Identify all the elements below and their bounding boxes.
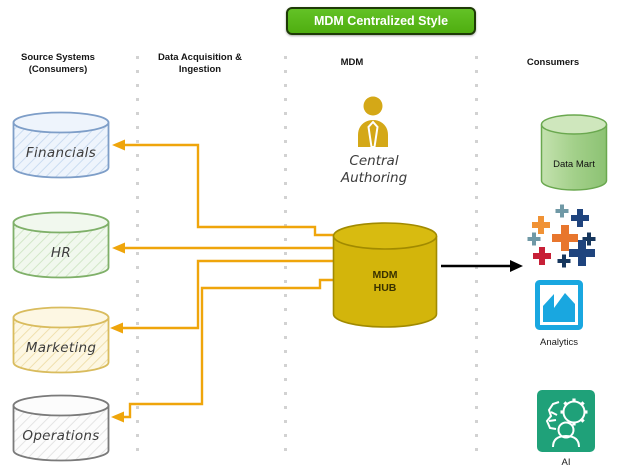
database-icon [12,111,110,179]
database-icon [540,114,608,191]
analytics-icon [535,280,583,330]
header-ingestion-line2: Ingestion [178,64,222,75]
header-source-line2: (Consumers) [28,64,88,75]
cylinder-label: Operations [22,428,100,445]
mdm-hub-label: MDM HUB [332,269,438,295]
mdm-hub-label-line1: MDM [372,269,398,281]
data-mart-cylinder [540,114,608,192]
column-header-data-acquisition: Data Acquisition & Ingestion [140,52,260,76]
column-header-mdm: MDM [292,57,412,69]
central-authoring-line2: Authoring [340,170,408,186]
arrowhead-marketing [110,322,123,334]
cylinder-label: Financials [25,145,97,162]
arrowhead-hr [112,242,125,254]
database-icon [332,222,438,328]
central-authoring-line1: Central [349,153,399,169]
ai-icon [537,390,595,452]
arrowhead-operations [111,411,124,423]
tableau-plus-marks [527,204,596,268]
ai-label: AI [561,457,571,468]
central-authoring-label: Central Authoring [314,153,434,187]
column-header-consumers: Consumers [493,57,613,69]
header-ingestion-line1: Data Acquisition & [157,52,243,63]
column-header-source-systems: Source Systems (Consumers) [0,52,118,76]
source-cylinder-hr: HR [12,211,110,279]
header-mdm-label: MDM [340,57,364,68]
mdm-hub-cylinder [332,222,438,330]
column-divider-2 [284,56,287,462]
database-icon [12,211,110,279]
source-cylinder-operations: Operations [12,394,110,462]
data-mart-label: Data Mart [553,159,595,170]
connector-hub-to-financials [124,143,333,237]
analytics-label: Analytics [539,337,578,348]
column-divider-3 [475,56,478,462]
column-divider-1 [136,56,139,462]
arrowhead-consumers [510,260,523,272]
source-cylinder-marketing: Marketing [12,306,110,374]
person-icon [358,96,388,148]
cylinder-label: Marketing [25,340,97,357]
tableau-logo-icon [527,204,596,268]
title-banner: MDM Centralized Style [286,7,476,35]
header-consumers-label: Consumers [526,57,580,68]
cylinder-label: HR [50,245,72,262]
source-cylinder-financials: Financials [12,111,110,179]
connector-hub-to-operations [123,278,333,419]
mdm-hub-label-line2: HUB [373,282,397,294]
connector-hub-to-marketing [122,259,333,330]
database-icon [12,394,110,462]
arrowhead-financials [112,139,125,151]
title-banner-label: MDM Centralized Style [313,14,449,28]
header-source-line1: Source Systems [21,52,95,63]
database-icon [12,306,110,374]
